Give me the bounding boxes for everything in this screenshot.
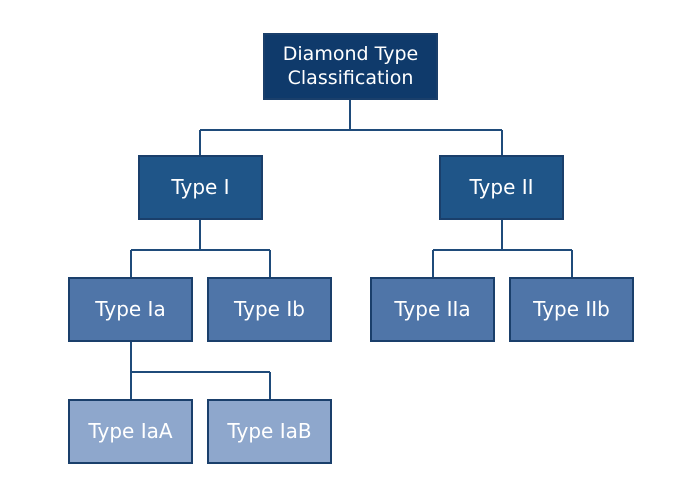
node-type-ia: Type Ia: [68, 277, 193, 342]
node-type-ii: Type II: [439, 155, 564, 220]
node-label: Type IaB: [227, 419, 312, 443]
node-label: Diamond Type Classification: [282, 42, 419, 89]
node-label: Type IaA: [88, 419, 173, 443]
node-label: Type IIa: [394, 297, 471, 321]
node-type-iib: Type IIb: [509, 277, 634, 342]
node-label: Type I: [171, 175, 230, 199]
node-label: Type Ia: [95, 297, 166, 321]
node-label: Type Ib: [234, 297, 305, 321]
node-type-i: Type I: [138, 155, 263, 220]
node-type-iia: Type IIa: [370, 277, 495, 342]
node-type-ib: Type Ib: [207, 277, 332, 342]
node-type-iaa: Type IaA: [68, 399, 193, 464]
node-diamond-type-classification: Diamond Type Classification: [263, 33, 438, 100]
node-type-iab: Type IaB: [207, 399, 332, 464]
node-label: Type IIb: [533, 297, 610, 321]
node-label: Type II: [469, 175, 534, 199]
